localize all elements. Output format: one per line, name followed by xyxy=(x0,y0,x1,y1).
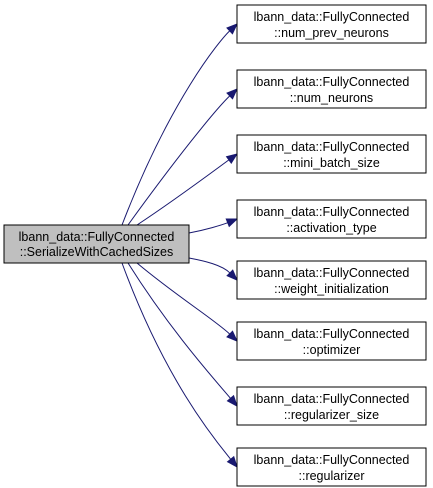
callee-node-mini-batch-size-box xyxy=(236,134,427,174)
call-edge-optimizer xyxy=(136,262,231,335)
callee-node-regularizer-size-box xyxy=(236,386,427,426)
callee-node-num-prev-neurons-label-line2: ::num_prev_neurons xyxy=(274,26,389,40)
callee-node-mini-batch-size[interactable]: lbann_data::FullyConnected::mini_batch_s… xyxy=(236,134,427,174)
callee-node-num-prev-neurons[interactable]: lbann_data::FullyConnected::num_prev_neu… xyxy=(236,4,427,44)
call-edge-num-neurons xyxy=(127,95,231,226)
arrowhead-icon xyxy=(226,88,238,100)
callee-node-num-neurons-label-line2: ::num_neurons xyxy=(290,91,373,105)
arrowhead-icon xyxy=(226,394,238,408)
callee-node-activation-type-label-line2: ::activation_type xyxy=(286,221,376,235)
callee-node-regularizer-size-label-line1: lbann_data::FullyConnected xyxy=(254,392,410,406)
callee-node-num-prev-neurons-label-line1: lbann_data::FullyConnected xyxy=(254,10,410,24)
callee-node-num-prev-neurons-box xyxy=(236,4,427,44)
callee-node-num-neurons[interactable]: lbann_data::FullyConnected::num_neurons xyxy=(236,69,427,109)
call-edge-mini-batch-size xyxy=(136,159,230,226)
callee-node-regularizer-label-line2: ::regularizer xyxy=(299,469,365,483)
callee-node-regularizer-size-label-line2: ::regularizer_size xyxy=(284,408,379,422)
call-edge-regularizer xyxy=(121,262,232,460)
callee-node-optimizer-box xyxy=(236,321,427,361)
root-node[interactable]: lbann_data::FullyConnected ::SerializeWi… xyxy=(3,224,190,264)
callee-node-activation-type[interactable]: lbann_data::FullyConnected::activation_t… xyxy=(236,199,427,239)
callee-node-mini-batch-size-label-line2: ::mini_batch_size xyxy=(283,156,380,170)
callee-node-num-neurons-label-line1: lbann_data::FullyConnected xyxy=(254,75,410,89)
call-edge-num-prev-neurons xyxy=(121,30,231,226)
callee-node-optimizer-label-line1: lbann_data::FullyConnected xyxy=(254,327,410,341)
arrowhead-icon xyxy=(225,218,239,228)
callee-node-weight-initialization-label-line2: ::weight_initialization xyxy=(274,282,389,296)
root-node-label-line1: lbann_data::FullyConnected xyxy=(19,230,175,244)
arrowhead-icon xyxy=(225,153,239,165)
callee-node-regularizer-box xyxy=(236,447,427,487)
arrowhead-icon xyxy=(226,455,238,469)
arrowhead-icon xyxy=(226,269,238,281)
callee-node-weight-initialization-label-line1: lbann_data::FullyConnected xyxy=(254,266,410,280)
callee-node-optimizer[interactable]: lbann_data::FullyConnected::optimizer xyxy=(236,321,427,361)
call-nodes: lbann_data::FullyConnected ::SerializeWi… xyxy=(3,4,427,487)
callee-node-optimizer-label-line2: ::optimizer xyxy=(303,343,361,357)
arrowhead-icon xyxy=(226,23,238,35)
root-node-box xyxy=(3,224,190,264)
call-edge-regularizer-size xyxy=(127,262,231,399)
callee-node-regularizer-label-line1: lbann_data::FullyConnected xyxy=(254,453,410,467)
callee-node-weight-initialization[interactable]: lbann_data::FullyConnected::weight_initi… xyxy=(236,260,427,300)
callee-node-weight-initialization-box xyxy=(236,260,427,300)
call-edge-weight-initialization xyxy=(188,257,231,274)
callee-node-activation-type-box xyxy=(236,199,427,239)
call-edge-activation-type xyxy=(188,222,228,234)
root-node-label-line2: ::SerializeWithCachedSizes xyxy=(20,245,174,259)
call-edges xyxy=(121,23,239,469)
callee-node-num-neurons-box xyxy=(236,69,427,109)
callee-node-regularizer[interactable]: lbann_data::FullyConnected::regularizer xyxy=(236,447,427,487)
callee-node-activation-type-label-line1: lbann_data::FullyConnected xyxy=(254,205,410,219)
callee-node-regularizer-size[interactable]: lbann_data::FullyConnected::regularizer_… xyxy=(236,386,427,426)
callee-node-mini-batch-size-label-line1: lbann_data::FullyConnected xyxy=(254,140,410,154)
arrowhead-icon xyxy=(226,330,238,342)
